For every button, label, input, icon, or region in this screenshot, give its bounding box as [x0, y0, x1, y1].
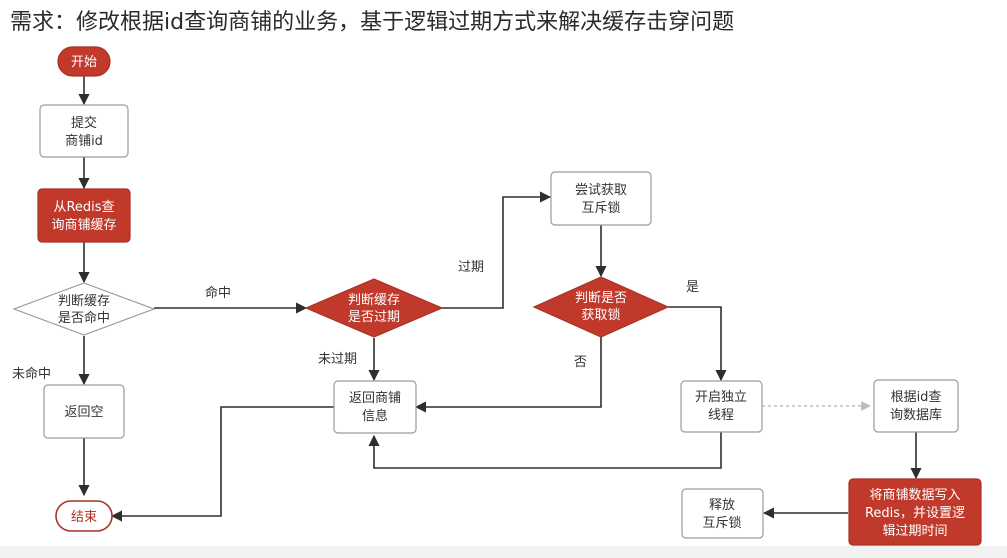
submit-label-2: 商铺id [65, 134, 103, 149]
write-label-2: Redis，并设置逻 [865, 506, 965, 521]
release-label-2: 互斥锁 [702, 515, 741, 531]
edge-thread-to-return [368, 432, 722, 469]
return-shop-info-box: 返回商铺 信息 [333, 380, 417, 434]
label-miss: 未命中 [12, 366, 51, 382]
query-label-2: 询数据库 [890, 407, 942, 423]
return-empty-box: 返回空 [43, 384, 125, 439]
edge-return-to-end [110, 406, 334, 522]
label-not-expired: 未过期 [318, 352, 357, 367]
submit-label-1: 提交 [71, 115, 97, 131]
return-label-2: 信息 [362, 408, 388, 424]
gotlock-label-2: 获取锁 [581, 307, 620, 323]
label-expired: 过期 [458, 260, 484, 275]
end-node: 结束 [55, 500, 113, 532]
bottom-strip [0, 546, 1007, 558]
release-lock-box: 释放 互斥锁 [681, 488, 764, 539]
redis-label-2: 询商铺缓存 [51, 218, 116, 233]
submit-shop-id-box: 提交 商铺id [39, 104, 129, 158]
thread-label-2: 线程 [708, 408, 734, 423]
query-database-box: 根据id查 询数据库 [873, 379, 959, 433]
page-title: 需求：修改根据id查询商铺的业务，基于逻辑过期方式来解决缓存击穿问题 [10, 10, 735, 35]
write-redis-box: 将商铺数据写入 Redis，并设置逻 辑过期时间 [848, 478, 982, 546]
query-label-1: 根据id查 [891, 390, 942, 405]
write-label-1: 将商铺数据写入 [869, 488, 960, 503]
release-label-1: 释放 [709, 498, 735, 513]
expired-label-1: 判断缓存 [348, 293, 400, 308]
edge-gotlock-yes-to-thread [668, 306, 727, 382]
label-yes: 是 [686, 280, 699, 295]
hit-label-2: 是否命中 [58, 310, 110, 326]
empty-label: 返回空 [64, 405, 103, 420]
cache-expired-decision: 判断缓存 是否过期 [304, 278, 444, 338]
trylock-label-2: 互斥锁 [581, 200, 620, 216]
edge-gotlock-no-to-return [414, 337, 602, 413]
edge-expired-to-trylock [441, 191, 552, 309]
start-node: 开始 [57, 46, 111, 77]
write-label-3: 辑过期时间 [882, 524, 947, 539]
start-thread-box: 开启独立 线程 [680, 380, 763, 433]
query-redis-box: 从Redis查 询商铺缓存 [37, 188, 131, 243]
try-lock-box: 尝试获取 互斥锁 [550, 171, 652, 226]
trylock-label-1: 尝试获取 [575, 183, 627, 198]
cache-hit-decision: 判断缓存 是否命中 [12, 282, 156, 336]
end-label: 结束 [71, 510, 97, 525]
label-hit: 命中 [205, 285, 231, 301]
gotlock-label-1: 判断是否 [575, 291, 627, 306]
label-no: 否 [574, 355, 587, 370]
hit-label-1: 判断缓存 [58, 294, 110, 309]
thread-label-1: 开启独立 [695, 390, 747, 405]
expired-label-2: 是否过期 [348, 310, 400, 325]
got-lock-decision: 判断是否 获取锁 [532, 276, 670, 338]
return-label-1: 返回商铺 [349, 391, 401, 406]
redis-label-1: 从Redis查 [53, 200, 114, 215]
start-label: 开始 [71, 55, 97, 70]
